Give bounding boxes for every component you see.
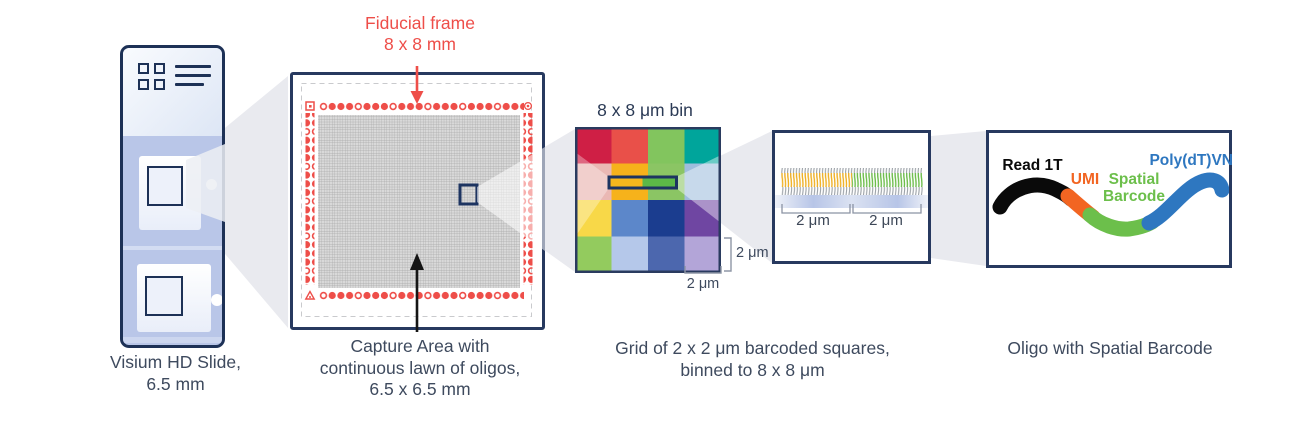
beam-lawn-to-oligo [931, 131, 986, 266]
lawn-right-label: 2 μm [869, 212, 903, 229]
lawn-panel [772, 130, 931, 264]
lawn-bracket-right [852, 204, 922, 214]
fiducial-corner-target-icon [523, 101, 533, 111]
slide-grid-icon [138, 63, 149, 74]
bin-highlight-rect [607, 175, 678, 190]
bracket-right [724, 237, 732, 272]
bin-grid-title: 8 x 8 μm bin [597, 100, 693, 120]
beam-wedge-left [575, 152, 609, 237]
beam-wedge-right [676, 155, 721, 223]
grid-caption: Grid of 2 x 2 μm barcoded squares, binne… [615, 338, 890, 380]
capture-window-1 [147, 166, 183, 206]
lawn-bracket-left [781, 204, 851, 214]
oligo-label-umi: UMI [1070, 171, 1100, 188]
bracket-bottom [684, 266, 722, 274]
capture-window-2 [145, 276, 183, 316]
lawn-strands-left [781, 168, 852, 195]
oligo-panel [986, 130, 1232, 268]
grid-dim-brackets [684, 237, 732, 274]
slide-label-area [123, 48, 222, 136]
lawn-surface-bar [775, 195, 928, 208]
oligo-lawn-mesh [318, 115, 520, 288]
bin-grid-cells [575, 127, 721, 273]
bin-grid-border [575, 127, 721, 273]
lawn-graphic [775, 168, 928, 214]
oligo-curve [992, 172, 1229, 237]
oligo-segment-polydt [1141, 172, 1229, 231]
oligo-label-spatial: Spatial Barcode [1102, 171, 1166, 206]
capture-caption: Capture Area with continuous lawn of oli… [319, 336, 521, 400]
fiducial-dots-right [523, 113, 533, 285]
capture-area-panel [290, 72, 545, 330]
bin-grid [575, 127, 721, 273]
lawn-strands-right [852, 168, 923, 195]
fiducial-dots-bottom [319, 290, 524, 300]
fiducial-dots-top [319, 101, 524, 111]
fiducial-dots-left [305, 113, 315, 285]
grid-dim-bottom-label: 2 μm [686, 276, 720, 292]
oligo-caption: Oligo with Spatial Barcode [1007, 338, 1213, 358]
capture-area-graphic [301, 83, 533, 317]
visium-slide-illustration [120, 45, 225, 348]
beam-grid-to-lawn [676, 131, 772, 263]
lawn-left-label: 2 μm [796, 212, 830, 229]
fiducial-frame-label: Fiducial frame 8 x 8 mm [365, 13, 475, 55]
grid-dim-right-label: 2 μm [736, 245, 769, 261]
oligo-label-polydt: Poly(dT)VN [1149, 152, 1233, 169]
fiducial-corner-triangle-icon [304, 290, 316, 300]
slide-text-lines-icon [175, 65, 211, 68]
fiducial-corner-square-icon [305, 101, 315, 111]
slide-caption: Visium HD Slide, 6.5 mm [110, 352, 241, 394]
oligo-label-read1t: Read 1T [1002, 157, 1063, 174]
